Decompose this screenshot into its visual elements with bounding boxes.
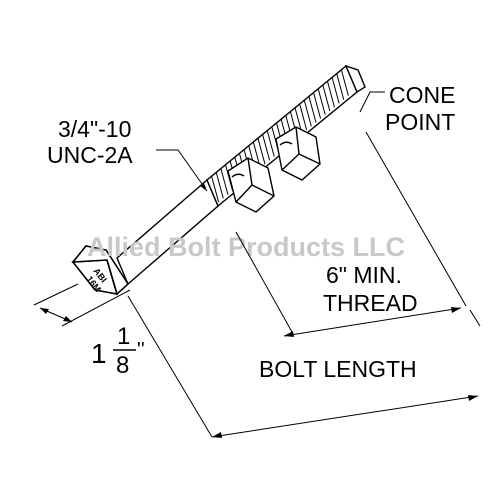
dimension-arrowheads bbox=[40, 183, 478, 438]
head-width-label: 1 1 8 '' bbox=[91, 323, 145, 379]
thread-crest-line bbox=[266, 130, 275, 157]
cone-point-label-line2: POINT bbox=[385, 109, 455, 135]
hex-nut-upper bbox=[275, 126, 321, 181]
thread-crest-line bbox=[317, 88, 326, 115]
head-width-inch-mark: '' bbox=[137, 339, 145, 361]
cone-point-label-line1: CONE bbox=[389, 82, 455, 108]
thread-crest-line bbox=[308, 96, 317, 123]
hex-nut-lower bbox=[227, 157, 275, 213]
thread-crest-line bbox=[313, 92, 322, 119]
square-head bbox=[71, 245, 129, 296]
thread-spec-label-line1: 3/4"-10 bbox=[58, 116, 131, 142]
labels: 3/4"-10 UNC-2A CONE POINT 6" MIN. THREAD… bbox=[47, 82, 455, 382]
head-width-numerator: 1 bbox=[117, 323, 130, 350]
thread-crest-line bbox=[326, 81, 335, 108]
thread-crest-line bbox=[303, 100, 312, 127]
thread-crest-line bbox=[299, 103, 308, 131]
thread-crest-line bbox=[211, 176, 220, 203]
thread-crest-line bbox=[322, 84, 331, 112]
thread-crest-line bbox=[215, 172, 224, 199]
watermark: Allied Bolt Products LLC bbox=[87, 232, 405, 262]
thread-length-label-line2: THREAD bbox=[323, 290, 418, 316]
thread-crest-line bbox=[262, 134, 271, 161]
head-width-denominator: 8 bbox=[116, 352, 129, 379]
thread-spec-label-line2: UNC-2A bbox=[47, 142, 133, 168]
cone-point bbox=[344, 64, 366, 94]
thread-length-label-line1: 6" MIN. bbox=[326, 262, 402, 288]
thread-crest-line bbox=[340, 69, 349, 96]
bolt-length-label: BOLT LENGTH bbox=[259, 356, 417, 382]
thread-crest-line bbox=[220, 168, 229, 195]
thread-crest-line bbox=[331, 77, 340, 104]
thread-crest-line bbox=[257, 138, 266, 165]
head-width-whole: 1 bbox=[91, 338, 107, 369]
thread-crest-line bbox=[336, 73, 345, 100]
